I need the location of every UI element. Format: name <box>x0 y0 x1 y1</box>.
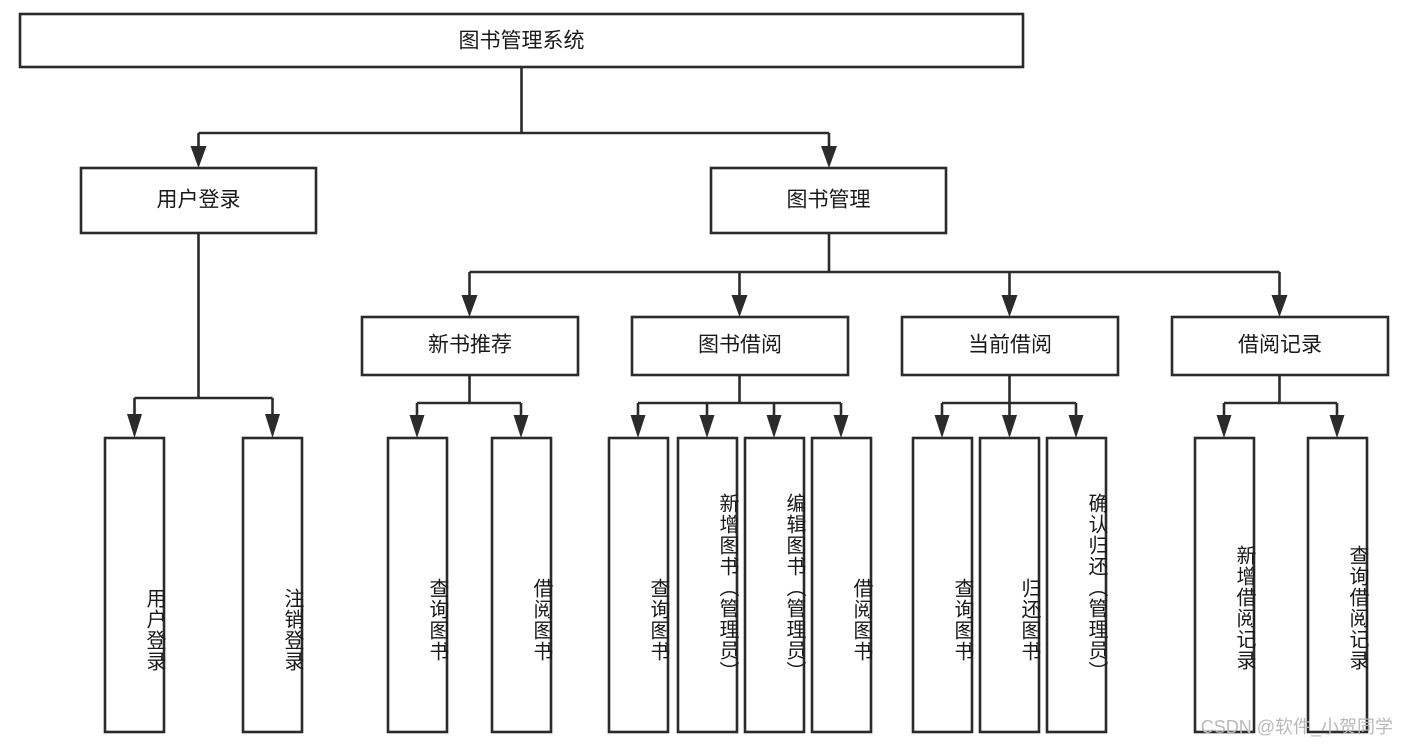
arrow-head-leaf-add-record <box>1216 415 1232 438</box>
arrow-head-leaf-user-login <box>127 414 142 438</box>
leaf-box-query-book-2[interactable] <box>607 436 670 734</box>
node-current-borrow-box[interactable] <box>900 315 1120 377</box>
arrow-head-user-login <box>190 146 207 168</box>
arrow-head-leaf-logout <box>265 414 280 438</box>
leaf-box-query-book-3[interactable] <box>911 436 974 734</box>
arrow-head-leaf-borrow-book-2 <box>833 415 849 438</box>
arrow-head-new-book-recommend <box>461 295 478 317</box>
arrow-head-leaf-edit-book <box>766 415 782 438</box>
connector-group-book-borrow <box>630 375 849 438</box>
connector-group-root <box>190 67 837 168</box>
leaf-box-logout[interactable] <box>241 436 304 734</box>
arrow-head-leaf-confirm-return <box>1068 415 1084 438</box>
leaf-box-query-record[interactable] <box>1306 436 1369 734</box>
node-borrow-record-box[interactable] <box>1170 315 1390 377</box>
arrow-head-borrow-record <box>1271 295 1288 317</box>
node-user-login-box[interactable] <box>79 166 318 235</box>
arrow-head-leaf-query-record <box>1329 415 1345 438</box>
node-new-book-recommend[interactable]: 新书推荐 <box>360 315 580 377</box>
leaf-box-return-book[interactable] <box>978 436 1041 734</box>
arrow-head-book-manage <box>821 146 837 168</box>
leaf-box-add-book[interactable] <box>676 436 739 734</box>
node-book-manage-label: 图书管理 <box>787 189 871 212</box>
node-book-borrow[interactable]: 图书借阅 <box>630 315 850 377</box>
node-new-book-recommend-label: 新书推荐 <box>428 334 512 357</box>
arrow-head-book-borrow <box>731 295 748 317</box>
leaf-box-borrow-book-2[interactable] <box>810 436 873 734</box>
node-borrow-record-label: 借阅记录 <box>1238 334 1322 357</box>
leaf-box-query-book-1[interactable] <box>386 436 449 734</box>
node-root[interactable]: 图书管理系统 <box>18 12 1025 69</box>
node-book-manage-box[interactable] <box>709 166 948 235</box>
leaf-boxes <box>103 436 1369 734</box>
node-current-borrow[interactable]: 当前借阅 <box>900 315 1120 377</box>
arrow-head-leaf-borrow-book-1 <box>513 415 529 438</box>
leaf-box-edit-book[interactable] <box>743 436 806 734</box>
arrow-head-leaf-query-book-2 <box>630 415 646 438</box>
connector-group-user-login <box>127 233 280 438</box>
leaf-box-add-record[interactable] <box>1193 436 1256 734</box>
node-root-label: 图书管理系统 <box>459 30 585 53</box>
node-user-login-label: 用户登录 <box>157 189 241 212</box>
connector-group-current-borrow <box>934 375 1084 438</box>
arrow-head-leaf-query-book-1 <box>409 415 425 438</box>
leaf-box-borrow-book-1[interactable] <box>490 436 553 734</box>
node-book-borrow-label: 图书借阅 <box>698 334 782 357</box>
node-user-login[interactable]: 用户登录 <box>79 166 318 235</box>
connector-group-borrow-record <box>1216 375 1345 438</box>
arrow-head-leaf-query-book-3 <box>934 415 950 438</box>
node-borrow-record[interactable]: 借阅记录 <box>1170 315 1390 377</box>
node-new-book-recommend-box[interactable] <box>360 315 580 377</box>
leaf-box-user-login[interactable] <box>103 436 166 734</box>
arrow-head-leaf-add-book <box>699 415 715 438</box>
node-current-borrow-label: 当前借阅 <box>968 334 1052 357</box>
node-book-manage[interactable]: 图书管理 <box>709 166 948 235</box>
connector-group-book-manage <box>461 233 1288 317</box>
leaf-box-confirm-return[interactable] <box>1045 436 1108 734</box>
node-book-borrow-box[interactable] <box>630 315 850 377</box>
connector-group-new-book-recommend <box>409 375 529 438</box>
arrow-head-leaf-return-book <box>1002 415 1017 438</box>
watermark-text: CSDN @软件_小贺同学 <box>1200 717 1393 737</box>
node-root-box[interactable] <box>18 12 1025 69</box>
arrow-head-current-borrow <box>1001 295 1018 317</box>
